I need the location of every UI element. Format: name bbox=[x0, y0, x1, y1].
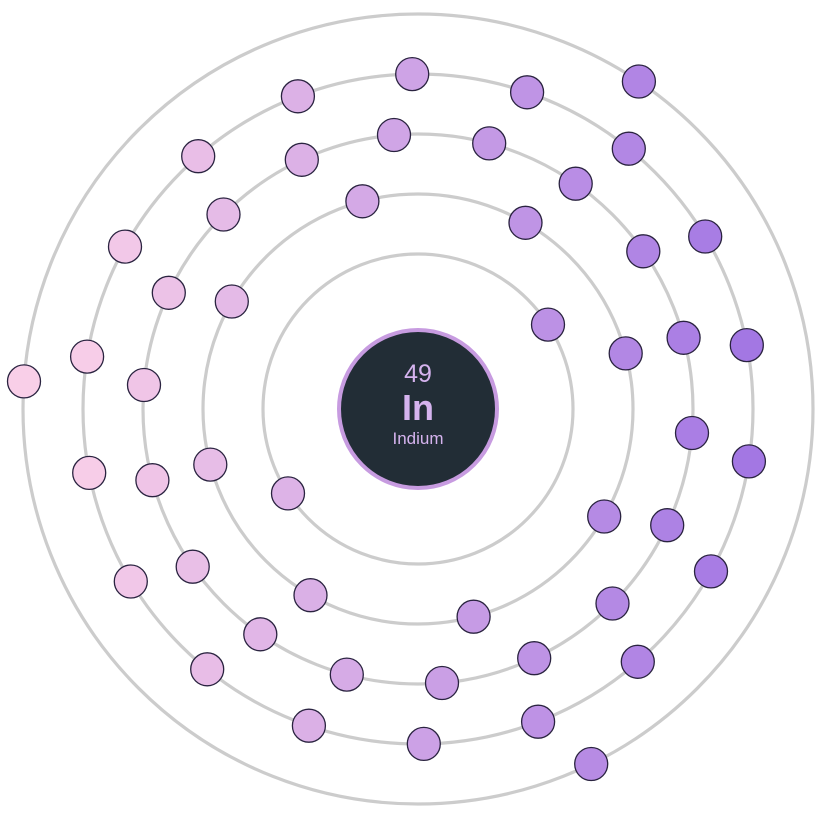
electron-shell-2 bbox=[608, 336, 643, 371]
electron-shell-3 bbox=[243, 617, 278, 652]
nucleus-circle bbox=[337, 328, 499, 490]
electron-shell-4 bbox=[72, 455, 107, 491]
electron-shell-3 bbox=[175, 549, 210, 584]
electron-shell-2 bbox=[193, 447, 228, 482]
shell-3-ring bbox=[141, 132, 695, 686]
electron-shell-3 bbox=[472, 126, 507, 161]
shell-2-ring bbox=[201, 192, 635, 626]
electron-shell-4 bbox=[520, 704, 556, 739]
electron-shell-4 bbox=[190, 652, 225, 687]
electron-shell-5 bbox=[574, 746, 609, 782]
electron-shell-2 bbox=[587, 499, 622, 534]
electron-shell-3 bbox=[206, 197, 241, 232]
electron-shell-4 bbox=[280, 79, 316, 114]
electron-shell-4 bbox=[693, 554, 729, 589]
element-name: Indium bbox=[392, 429, 443, 448]
electron-shell-3 bbox=[329, 657, 364, 692]
electron-shell-2 bbox=[214, 284, 249, 319]
electron-shell-3 bbox=[284, 142, 319, 177]
electron-shell-3 bbox=[376, 117, 412, 153]
electron-shell-4 bbox=[620, 644, 655, 679]
electron-shell-3 bbox=[126, 367, 162, 403]
shell-1-ring bbox=[261, 252, 575, 566]
electron-shell-1 bbox=[270, 476, 306, 511]
electron-shell-3 bbox=[135, 463, 170, 498]
electron-shell-4 bbox=[509, 75, 545, 110]
electron-shell-3 bbox=[626, 234, 661, 269]
electron-shell-2 bbox=[456, 599, 491, 634]
electron-shell-4 bbox=[181, 139, 216, 174]
electron-shell-4 bbox=[107, 229, 143, 264]
electron-shell-3 bbox=[151, 275, 186, 310]
electron-shell-1 bbox=[530, 307, 566, 342]
element-symbol: In bbox=[402, 387, 434, 428]
electron-shell-3 bbox=[674, 415, 710, 451]
electron-shell-4 bbox=[113, 564, 148, 599]
electron-shell-4 bbox=[406, 726, 441, 762]
electron-shell-2 bbox=[345, 184, 380, 219]
electrons bbox=[6, 56, 767, 782]
electron-shell-5 bbox=[6, 364, 42, 399]
electron-shell-3 bbox=[595, 586, 630, 621]
electron-shell-4 bbox=[291, 708, 327, 743]
electron-shell-4 bbox=[611, 131, 646, 166]
electron-shell-4 bbox=[729, 327, 764, 363]
electron-shell-3 bbox=[666, 320, 701, 355]
shell-5-ring bbox=[21, 12, 815, 806]
electron-shell-5 bbox=[621, 64, 657, 99]
electron-shell-2 bbox=[293, 578, 328, 613]
electron-shell-3 bbox=[558, 166, 593, 201]
electron-shell-2 bbox=[508, 205, 543, 240]
atomic-number: 49 bbox=[404, 360, 432, 388]
electron-shell-3 bbox=[517, 641, 552, 676]
electron-shell-4 bbox=[731, 444, 767, 479]
electron-shell-4 bbox=[688, 219, 723, 254]
electron-shell-3 bbox=[650, 508, 685, 543]
electron-shell-4 bbox=[395, 56, 430, 92]
nucleus: 49 In Indium bbox=[337, 328, 499, 490]
electron-shell-3 bbox=[424, 665, 460, 701]
electron-shell-4 bbox=[69, 339, 105, 374]
